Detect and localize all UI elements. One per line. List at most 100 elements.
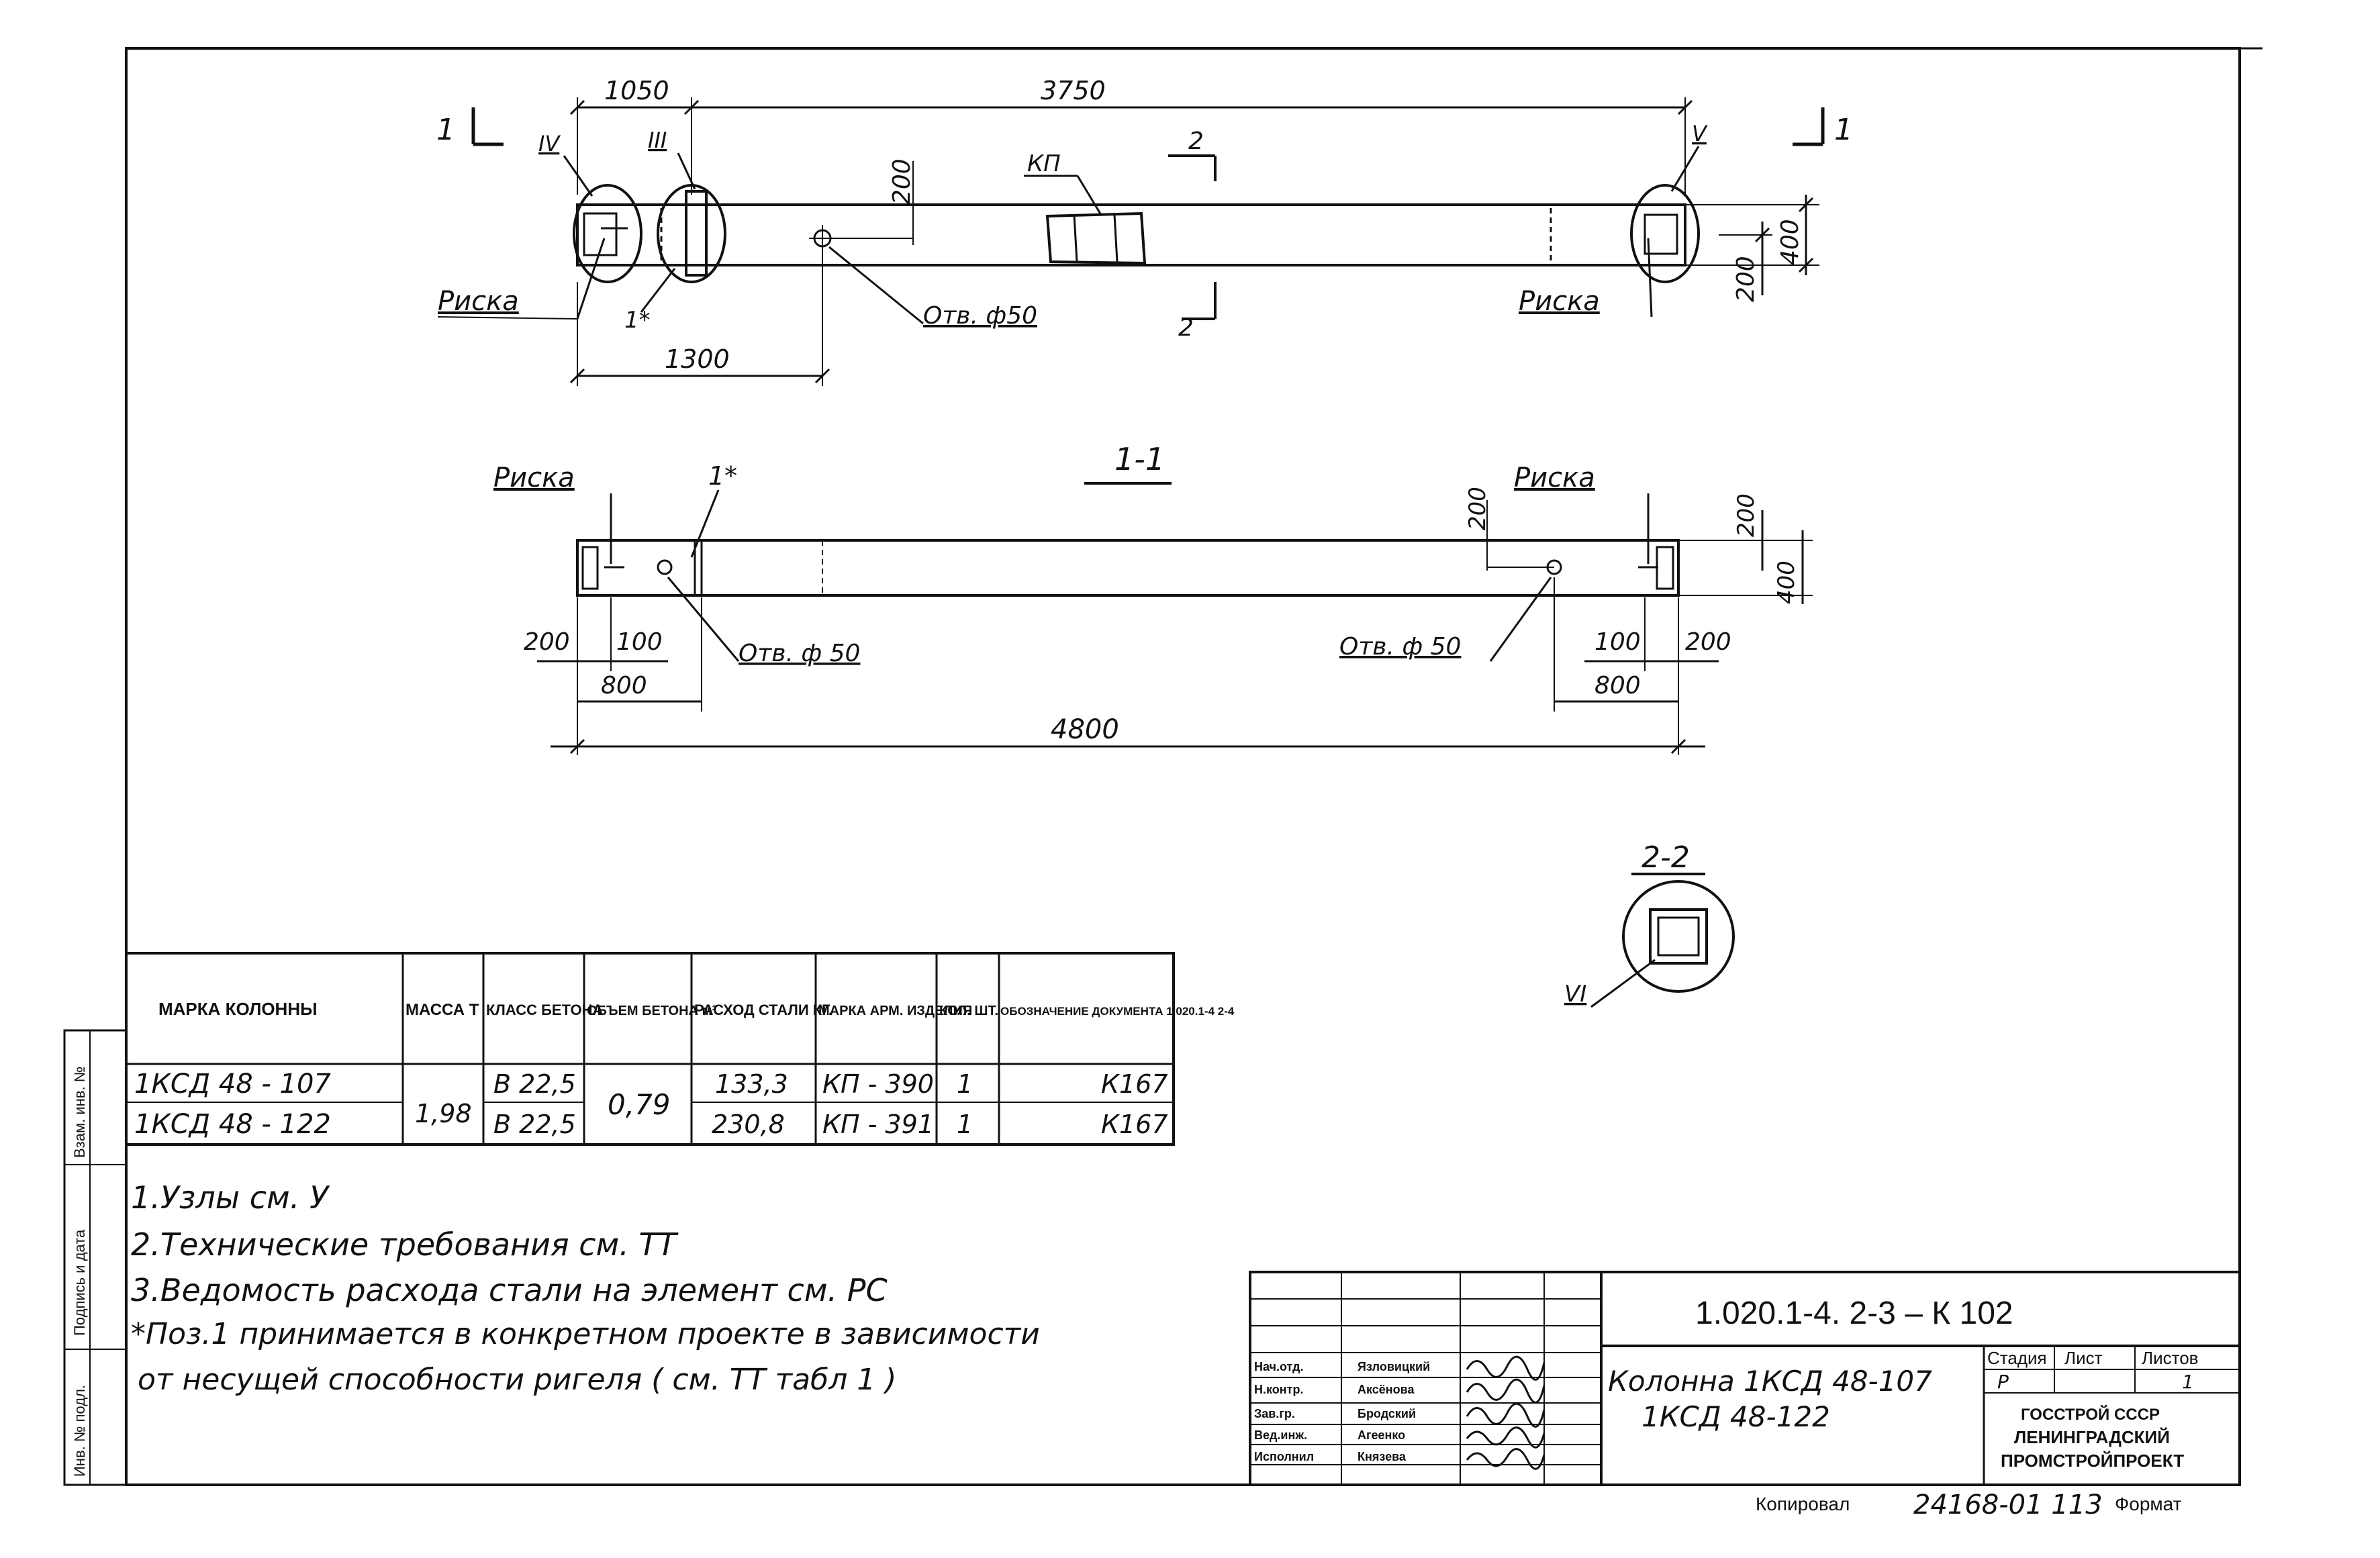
row2-arm: КП - 391 xyxy=(822,1110,934,1139)
dim-section-800-left: 800 xyxy=(601,672,647,699)
section-1-tag-right: 1 xyxy=(1834,113,1853,147)
note-4: *Поз.1 принимается в конкретном проекте … xyxy=(131,1317,1040,1351)
name-5: Князева xyxy=(1358,1450,1407,1463)
footer-copied: Копировал xyxy=(1756,1494,1850,1514)
org-line-2: ЛЕНИНГРАДСКИЙ xyxy=(2014,1427,2170,1447)
sheets-header: Листов xyxy=(2142,1348,2198,1368)
callout-iv: IV xyxy=(538,131,561,156)
dim-section-100-right: 100 xyxy=(1594,628,1641,656)
th-steel: РАСХОД СТАЛИ КГ. xyxy=(694,1002,832,1018)
footer-format: Формат xyxy=(2115,1494,2182,1514)
th-arm: МАРКА АРМ. ИЗДЕЛИЯ xyxy=(818,1004,972,1018)
dim-section-400-height: 400 xyxy=(1773,561,1800,604)
row1-steel: 133,3 xyxy=(715,1069,788,1099)
notes: 1.Узлы см. У 2.Технические требования см… xyxy=(131,1179,1040,1397)
row1-mark: 1КСД 48 - 107 xyxy=(134,1069,331,1100)
name-3: Бродский xyxy=(1358,1407,1416,1420)
dim-section-4800: 4800 xyxy=(1051,714,1119,745)
org-line-1: ГОССТРОЙ СССР xyxy=(2021,1405,2160,1424)
role-2: Н.контр. xyxy=(1254,1383,1303,1396)
section-1-tag-left: 1 xyxy=(436,113,455,147)
dim-200-hole: 200 xyxy=(888,158,916,205)
row1-doc: К167 xyxy=(1101,1069,1168,1099)
section-1-1: 1-1 Риска Риска 1* Отв. ф 50 Отв. ф 50 2… xyxy=(493,441,1813,755)
sheet-frame xyxy=(125,47,2263,1486)
stage-header: Стадия xyxy=(1987,1348,2047,1368)
footer: Копировал 24168-01 113 Формат xyxy=(1756,1490,2182,1520)
role-4: Вед.инж. xyxy=(1254,1428,1307,1442)
dim-section-200-height: 200 xyxy=(1733,493,1760,537)
row2-class: В 22,5 xyxy=(493,1110,576,1139)
side-strip-a: Взам. инв. № xyxy=(71,1067,88,1158)
shared-volume: 0,79 xyxy=(608,1088,671,1121)
th-mark: МАРКА КОЛОННЫ xyxy=(158,999,318,1019)
side-strip-b: Подпись и дата xyxy=(71,1229,88,1336)
dim-section-200-left: 200 xyxy=(524,628,570,656)
callout-pos1-plan: 1* xyxy=(624,307,651,334)
section-1-1-title: 1-1 xyxy=(1114,441,1165,477)
footer-number: 24168-01 113 xyxy=(1913,1490,2103,1520)
dim-200-right: 200 xyxy=(1732,256,1760,302)
note-2: 2.Технические требования см. ТТ xyxy=(131,1226,679,1263)
hole-label-section-left: Отв. ф 50 xyxy=(739,640,860,667)
callout-kp: КП xyxy=(1027,150,1061,177)
th-volume: ОБЪЕМ БЕТОНА м³ xyxy=(587,1004,716,1018)
side-strip-c: Инв. № подл. xyxy=(71,1385,88,1477)
sheet-header: Лист xyxy=(2064,1348,2103,1368)
row2-steel: 230,8 xyxy=(712,1110,785,1139)
callout-iii: III xyxy=(648,128,667,153)
stage-value: Р xyxy=(1997,1371,2009,1393)
hole-label-section-right: Отв. ф 50 xyxy=(1339,633,1461,661)
th-qty: КОЛ. ШТ. xyxy=(939,1004,998,1018)
dim-section-800-right: 800 xyxy=(1594,672,1641,699)
callout-pos1-section: 1* xyxy=(708,461,737,491)
name-2: Аксёнова xyxy=(1358,1383,1415,1396)
hole-label-plan: Отв. ф50 xyxy=(923,302,1037,330)
plan-view: 1050 3750 1300 200 200 400 1 1 2 2 xyxy=(436,76,1853,386)
dim-1050: 1050 xyxy=(604,76,669,105)
sheets-value: 1 xyxy=(2182,1371,2194,1393)
row2-qty: 1 xyxy=(957,1110,973,1139)
side-strip: Взам. инв. № Подпись и дата Инв. № подл. xyxy=(63,1029,128,1486)
row1-arm: КП - 390 xyxy=(822,1069,934,1099)
dim-section-200-right: 200 xyxy=(1685,628,1731,656)
section-2-2: 2-2 VI xyxy=(1564,840,1735,1008)
row1-qty: 1 xyxy=(957,1069,973,1099)
name-4: Агеенко xyxy=(1358,1428,1405,1442)
note-3: 3.Ведомость расхода стали на элемент см.… xyxy=(131,1272,888,1308)
title-block: Нач.отд. Н.контр. Зав.гр. Вед.инж. Испол… xyxy=(1249,1271,2241,1486)
doc-code: 1.020.1-4. 2-3 – К 102 xyxy=(1695,1296,2013,1331)
dim-400-right: 400 xyxy=(1776,219,1804,265)
note-5: от несущей способности ригеля ( см. ТТ т… xyxy=(138,1363,896,1397)
section-2-2-title: 2-2 xyxy=(1641,840,1690,875)
th-doc: ОБОЗНАЧЕНИЕ ДОКУМЕНТА 1.020.1-4 2-4 xyxy=(1000,1005,1235,1018)
th-mass: МАССА Т xyxy=(406,1001,479,1019)
dim-3750: 3750 xyxy=(1041,76,1106,105)
risk-label-section-left: Риска xyxy=(493,462,575,493)
org-line-3: ПРОМСТРОЙПРОЕКТ xyxy=(2001,1451,2184,1471)
callout-v: V xyxy=(1692,121,1708,146)
section-2-top: 2 xyxy=(1188,128,1204,155)
risk-label-plan-right: Риска xyxy=(1519,286,1600,317)
role-3: Зав.гр. xyxy=(1254,1407,1295,1420)
spec-table: МАРКА КОЛОННЫ МАССА Т КЛАСС БЕТОНА ОБЪЕМ… xyxy=(125,952,1235,1146)
risk-label-section-right: Риска xyxy=(1514,462,1595,493)
row1-class: В 22,5 xyxy=(493,1069,576,1099)
role-5: Исполнил xyxy=(1254,1450,1314,1463)
row2-doc: К167 xyxy=(1101,1110,1168,1139)
risk-label-plan-left: Риска xyxy=(438,286,519,317)
th-class: КЛАСС БЕТОНА xyxy=(486,1002,603,1018)
dim-section-100-left: 100 xyxy=(616,628,663,656)
title-line-2: 1КСД 48-122 xyxy=(1641,1400,1830,1433)
name-1: Язловицкий xyxy=(1358,1360,1430,1373)
signatures xyxy=(1466,1355,1545,1470)
note-1: 1.Узлы см. У xyxy=(131,1179,330,1216)
dim-1300: 1300 xyxy=(665,344,730,374)
dim-section-200-vertical: 200 xyxy=(1464,487,1491,530)
section-2-bottom: 2 xyxy=(1178,314,1194,342)
title-line-1: Колонна 1КСД 48-107 xyxy=(1608,1365,1932,1398)
row2-mark: 1КСД 48 - 122 xyxy=(134,1109,331,1140)
shared-mass: 1,98 xyxy=(415,1099,472,1128)
callout-vi: VI xyxy=(1564,981,1586,1008)
